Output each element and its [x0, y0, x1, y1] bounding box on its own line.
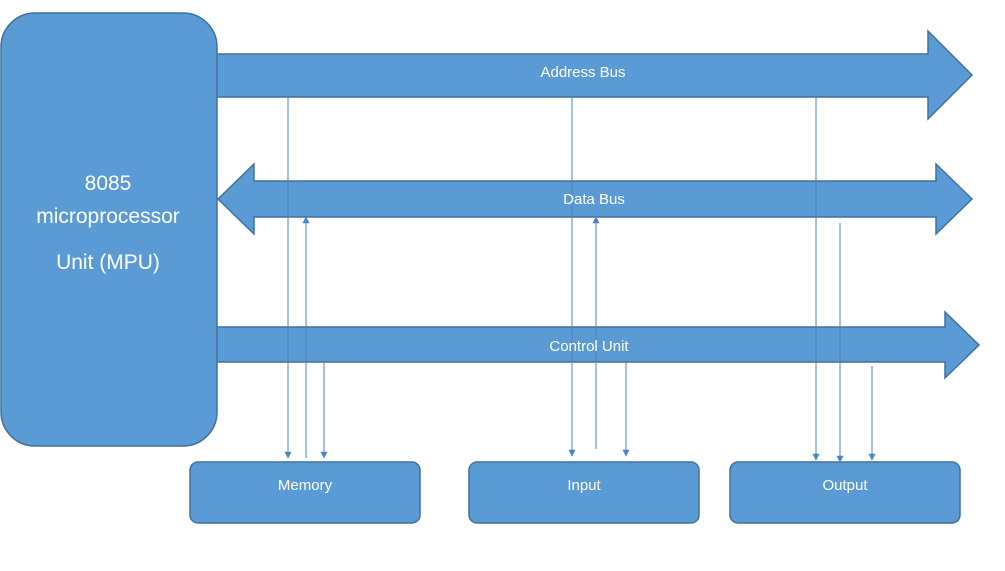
- memory-box: [189, 461, 421, 524]
- mpu-block: [0, 12, 218, 447]
- output-label: Output: [822, 477, 868, 494]
- address-bus-arrow: [213, 29, 974, 121]
- mpu-title-line2: microprocessor: [36, 205, 180, 228]
- mpu-title-line3: Unit (MPU): [56, 251, 160, 274]
- data-bus-arrow: [216, 162, 974, 236]
- input-box: [468, 461, 700, 524]
- output-box: [729, 461, 961, 524]
- data-bus-label: Data Bus: [563, 191, 625, 208]
- address-bus-label: Address Bus: [540, 64, 626, 81]
- input-label: Input: [567, 477, 601, 494]
- memory-label: Memory: [277, 477, 333, 494]
- mpu-title-line1: 8085: [84, 172, 132, 195]
- control-bus-label: Control Unit: [549, 338, 629, 355]
